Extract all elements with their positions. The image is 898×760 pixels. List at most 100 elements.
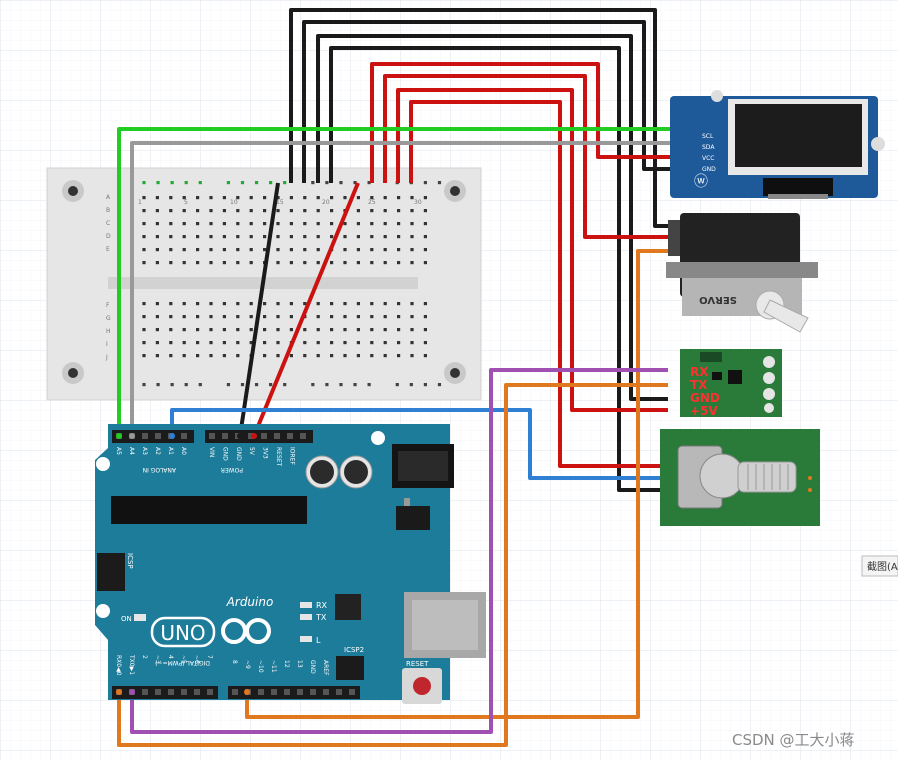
wire-black-4 <box>329 46 668 492</box>
side-tab[interactable] <box>861 555 898 577</box>
breadboard-hole <box>397 315 401 319</box>
breadboard-hole <box>182 328 186 332</box>
breadboard-hole <box>343 248 347 252</box>
capacitor-top <box>310 460 334 484</box>
breadboard-hole <box>142 354 146 358</box>
breadboard-hole <box>276 302 280 306</box>
breadboard-hole <box>356 222 360 226</box>
breadboard-hole <box>142 341 146 345</box>
bt-pin-label: RX <box>690 365 709 379</box>
breadboard-hole <box>330 222 334 226</box>
breadboard-hole <box>182 248 186 252</box>
breadboard-hole <box>222 196 226 200</box>
breadboard-hole <box>370 328 374 332</box>
breadboard-hole <box>182 235 186 239</box>
breadboard-hole <box>343 196 347 200</box>
breadboard-hole <box>289 328 293 332</box>
breadboard-hole <box>343 354 347 358</box>
on-label: ON <box>121 615 132 623</box>
pot-shaft <box>737 461 797 493</box>
wire-orange-servo <box>245 249 668 719</box>
breadboard-hole <box>303 302 307 306</box>
icsp2-label: ICSP2 <box>344 646 364 654</box>
breadboard-hole <box>263 222 267 226</box>
breadboard-hole <box>289 196 293 200</box>
header-pin <box>300 433 306 439</box>
breadboard-hole <box>196 328 200 332</box>
breadboard-hole <box>249 302 253 306</box>
pin-label: 7 <box>206 655 213 659</box>
pin-label: A1 <box>167 447 174 455</box>
breadboard-hole <box>330 315 334 319</box>
breadboard-hole <box>316 341 320 345</box>
breadboard-row-letter: G <box>106 315 111 322</box>
breadboard-hole <box>276 261 280 265</box>
breadboard-hole <box>169 315 173 319</box>
breadboard-hole <box>316 209 320 213</box>
breadboard-hole <box>196 235 200 239</box>
potentiometer-module <box>660 429 820 526</box>
breadboard-hole <box>142 209 146 213</box>
breadboard-hole <box>316 302 320 306</box>
breadboard-hole <box>209 341 213 345</box>
breadboard-hole <box>339 181 343 185</box>
servo-motor: SERVO <box>666 213 818 333</box>
breadboard-col-number: 20 <box>322 199 330 206</box>
servo-cable-head <box>668 220 682 256</box>
breadboard-hole <box>236 209 240 213</box>
header-pin <box>323 689 329 695</box>
breadboard-hole <box>236 341 240 345</box>
breadboard-hole <box>276 209 280 213</box>
breadboard-hole <box>142 222 146 226</box>
on-led <box>134 614 146 621</box>
wire-end <box>244 689 250 695</box>
breadboard-hole <box>236 222 240 226</box>
oled-ribbon-tab <box>768 194 828 199</box>
oled-mount-hole <box>871 137 885 151</box>
pin-label: ~6 <box>193 655 200 664</box>
breadboard-hole <box>222 209 226 213</box>
breadboard-hole <box>226 181 231 185</box>
breadboard-hole <box>289 222 293 226</box>
breadboard-hole <box>395 383 399 387</box>
breadboard-hole <box>370 235 374 239</box>
breadboard-hole <box>263 302 267 306</box>
breadboard-hole <box>397 235 401 239</box>
breadboard-hole <box>196 196 200 200</box>
breadboard-hole <box>353 383 357 387</box>
reset-button-cap[interactable] <box>413 677 431 695</box>
breadboard-hole <box>356 341 360 345</box>
breadboard-hole <box>289 209 293 213</box>
breadboard-hole <box>182 196 186 200</box>
breadboard-hole <box>283 181 287 185</box>
breadboard-row-letter: C <box>106 220 110 227</box>
breadboard-hole <box>209 261 213 265</box>
breadboard-hole <box>289 354 293 358</box>
wire-end <box>237 433 243 439</box>
breadboard-hole <box>410 196 414 200</box>
rx-label: RX <box>316 601 328 610</box>
oled-screen <box>735 104 862 167</box>
breadboard-hole <box>182 302 186 306</box>
bt-chip <box>728 370 742 384</box>
breadboard-hole <box>170 181 174 185</box>
side-tab-label[interactable]: 截图(A <box>867 560 898 573</box>
breadboard-hole <box>209 209 213 213</box>
breadboard-hole <box>155 315 159 319</box>
breadboard-hole <box>169 354 173 358</box>
breadboard-hole <box>155 341 159 345</box>
breadboard-hole <box>142 196 146 200</box>
l-label: L <box>316 636 321 645</box>
pin-label: ~10 <box>257 660 264 673</box>
header-pin <box>207 689 213 695</box>
pin-label: VIN <box>208 447 215 457</box>
tx-label: TX <box>315 613 327 622</box>
breadboard-col-number: 25 <box>368 199 376 206</box>
breadboard-hole <box>370 354 374 358</box>
pin-label: GND <box>309 660 316 674</box>
breadboard-hole <box>226 383 231 387</box>
breadboard-hole <box>423 222 427 226</box>
breadboard-hole <box>397 222 401 226</box>
oled-pin-label: SCL <box>702 133 714 140</box>
